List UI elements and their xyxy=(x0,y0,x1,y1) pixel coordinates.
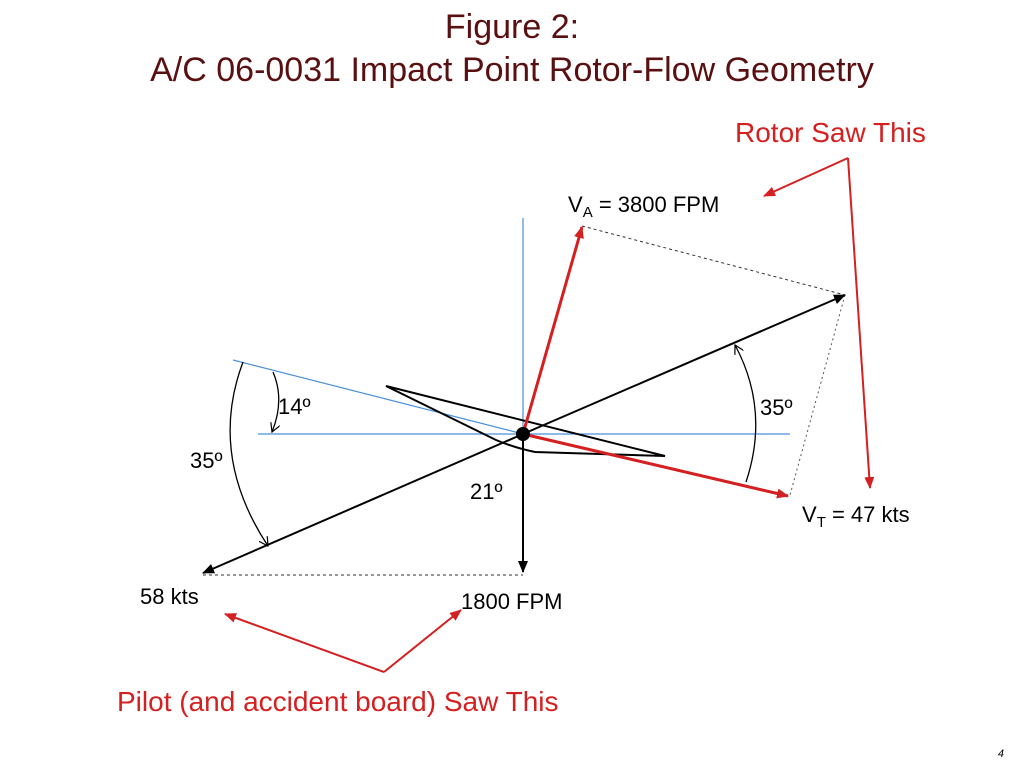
dashed-line-right xyxy=(789,294,846,496)
angle-14-label: 14º xyxy=(278,394,311,419)
airspeed-58-vector xyxy=(202,433,524,574)
tilted-axis xyxy=(232,359,524,435)
aircraft-shape xyxy=(385,385,666,457)
dashed-line-va-top xyxy=(581,225,846,296)
angle-35-left-label: 35º xyxy=(190,448,223,473)
title-line-2: A/C 06-0031 Impact Point Rotor-Flow Geom… xyxy=(150,51,874,89)
va-vector xyxy=(521,226,584,435)
rotor-saw-annotation: Rotor Saw This xyxy=(735,117,926,148)
fpm-1800-label: 1800 FPM xyxy=(461,589,563,614)
pilot-saw-arrow-1 xyxy=(224,613,385,673)
impact-point xyxy=(516,427,530,441)
pilot-saw-arrow-2 xyxy=(383,609,462,673)
vt-vector xyxy=(522,432,789,499)
rotor-saw-arrow-2 xyxy=(847,157,875,489)
angle-arc-35-left xyxy=(229,361,268,546)
airspeed-vector xyxy=(522,294,846,435)
vt-label: VT = 47 kts xyxy=(802,502,910,531)
speed-58-label: 58 kts xyxy=(140,584,199,609)
title-line-1: Figure 2: xyxy=(444,8,580,46)
angle-arc-35-right xyxy=(735,345,757,483)
va-label: VA = 3800 FPM xyxy=(568,192,719,221)
pilot-saw-annotation: Pilot (and accident board) Saw This xyxy=(117,686,559,717)
angle-arc-14 xyxy=(272,371,279,432)
angle-21-label: 21º xyxy=(470,479,503,504)
slide-title: Figure 2: A/C 06-0031 Impact Point Rotor… xyxy=(0,6,1024,92)
angle-35-right-label: 35º xyxy=(760,395,793,420)
page-number: 4 xyxy=(997,748,1004,760)
rotor-saw-arrow-1 xyxy=(763,157,849,197)
